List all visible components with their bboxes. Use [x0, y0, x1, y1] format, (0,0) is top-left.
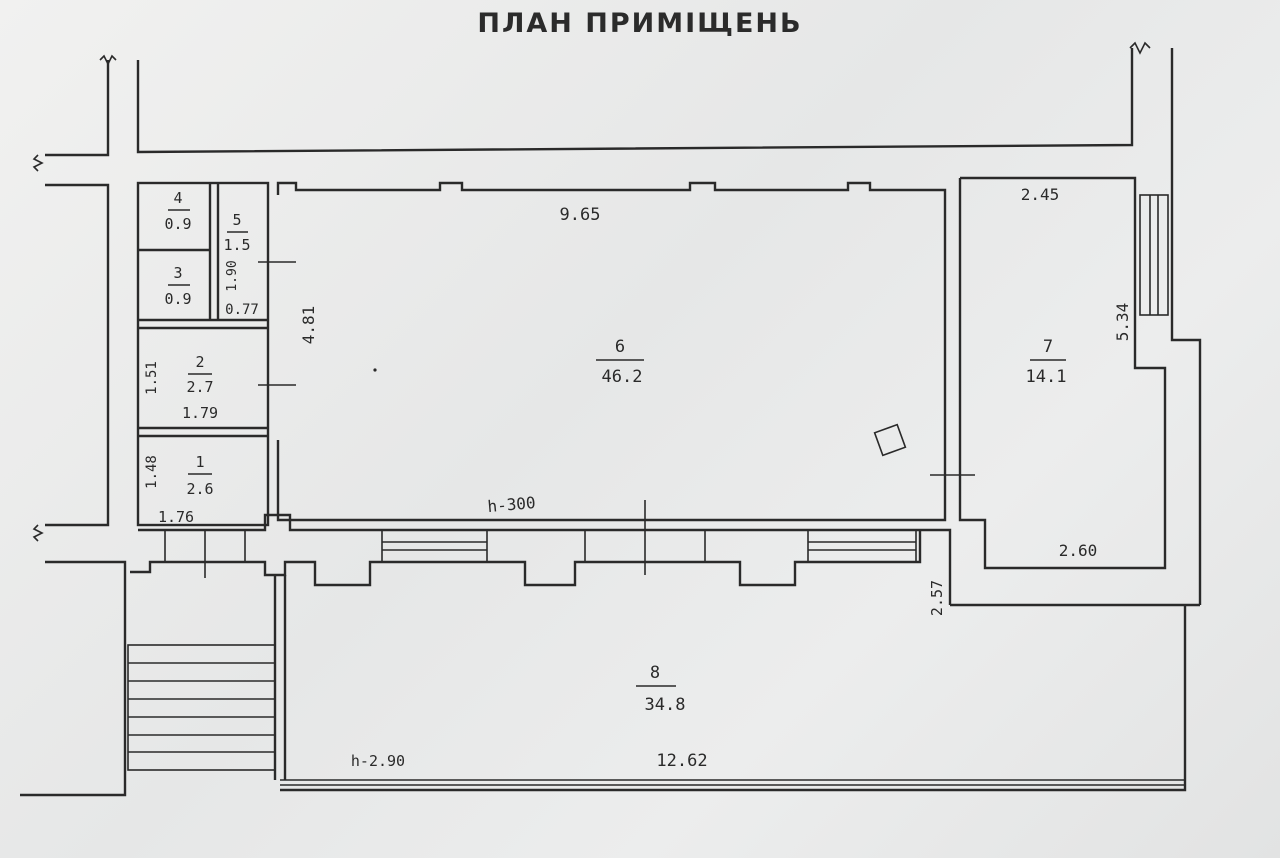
- opening-right: [807, 529, 917, 563]
- dot-mark: [373, 368, 377, 372]
- room-6-number: 6: [615, 337, 625, 357]
- break-marks: [32, 41, 1151, 542]
- dim-room7-side: 5.34: [1113, 303, 1132, 342]
- dim-room8-side: 2.57: [928, 580, 946, 616]
- room-5-area: 1.5: [223, 236, 250, 254]
- dim-room5-bottom: 0.77: [225, 302, 259, 318]
- dim-room6-height: h-300: [487, 493, 537, 516]
- room-labels: 4 0.9 5 1.5 3 0.9 2 2.7 1 2.6 6 46.2 7 1…: [164, 189, 1066, 715]
- dim-room1-bottom: 1.76: [158, 508, 194, 526]
- wall-south: [280, 605, 1187, 792]
- dim-room8-height: h-2.90: [351, 752, 405, 770]
- room-5-number: 5: [232, 211, 241, 229]
- room-8-walls: [127, 575, 287, 780]
- column-square: [873, 423, 907, 457]
- dim-room6-width: 4.81: [299, 306, 318, 345]
- dim-room2-side: 1.51: [144, 361, 160, 395]
- dimension-labels: 9.65 4.81 h-300 2.45 5.34 2.60 2.57 12.6…: [144, 185, 1132, 771]
- room-6-outline: [276, 181, 947, 522]
- partition-top: [138, 513, 952, 605]
- room-7-number: 7: [1043, 337, 1053, 357]
- stairs: [127, 644, 276, 771]
- window-east: [1139, 194, 1169, 316]
- dim-room5-side: 1.90: [225, 260, 240, 291]
- room-2-area: 2.7: [186, 378, 213, 396]
- room-4-area: 0.9: [164, 215, 191, 233]
- wall-west-inner: [45, 183, 110, 527]
- dim-room2-bottom: 1.79: [182, 404, 218, 422]
- exterior-walls: [20, 41, 1202, 797]
- dim-room1-side: 1.48: [144, 455, 160, 489]
- dim-room8-length: 12.62: [656, 751, 707, 771]
- opening-left: [381, 529, 488, 563]
- wall-east: [1170, 48, 1202, 605]
- dim-room6-length: 9.65: [560, 205, 601, 225]
- room-7-walls: [958, 176, 1169, 570]
- room-8-area: 34.8: [645, 695, 686, 715]
- plan-title: ПЛАН ПРИМІЩЕНЬ: [477, 8, 803, 39]
- partition-6-8: [130, 500, 952, 605]
- room-7-area: 14.1: [1026, 367, 1067, 387]
- room-3-area: 0.9: [164, 290, 191, 308]
- partition-bottom: [130, 530, 922, 587]
- room-1-number: 1: [195, 453, 204, 471]
- dim-room7-top: 2.45: [1021, 185, 1060, 204]
- dim-room7-bottom: 2.60: [1059, 541, 1098, 560]
- room-6-area: 46.2: [602, 367, 643, 387]
- room-1-area: 2.6: [186, 480, 213, 498]
- room-8-number: 8: [650, 663, 660, 683]
- wall-south-west: [20, 560, 127, 797]
- room-6-walls: [276, 181, 975, 522]
- room-3-number: 3: [173, 264, 182, 282]
- room-2-number: 2: [195, 353, 204, 371]
- small-rooms: [136, 181, 296, 527]
- room-4-number: 4: [173, 189, 182, 207]
- wall-north: [136, 48, 1134, 154]
- wall-north-west-stub: [45, 60, 110, 157]
- room-7-outline: [958, 176, 1167, 570]
- small-rooms-block: [136, 181, 270, 527]
